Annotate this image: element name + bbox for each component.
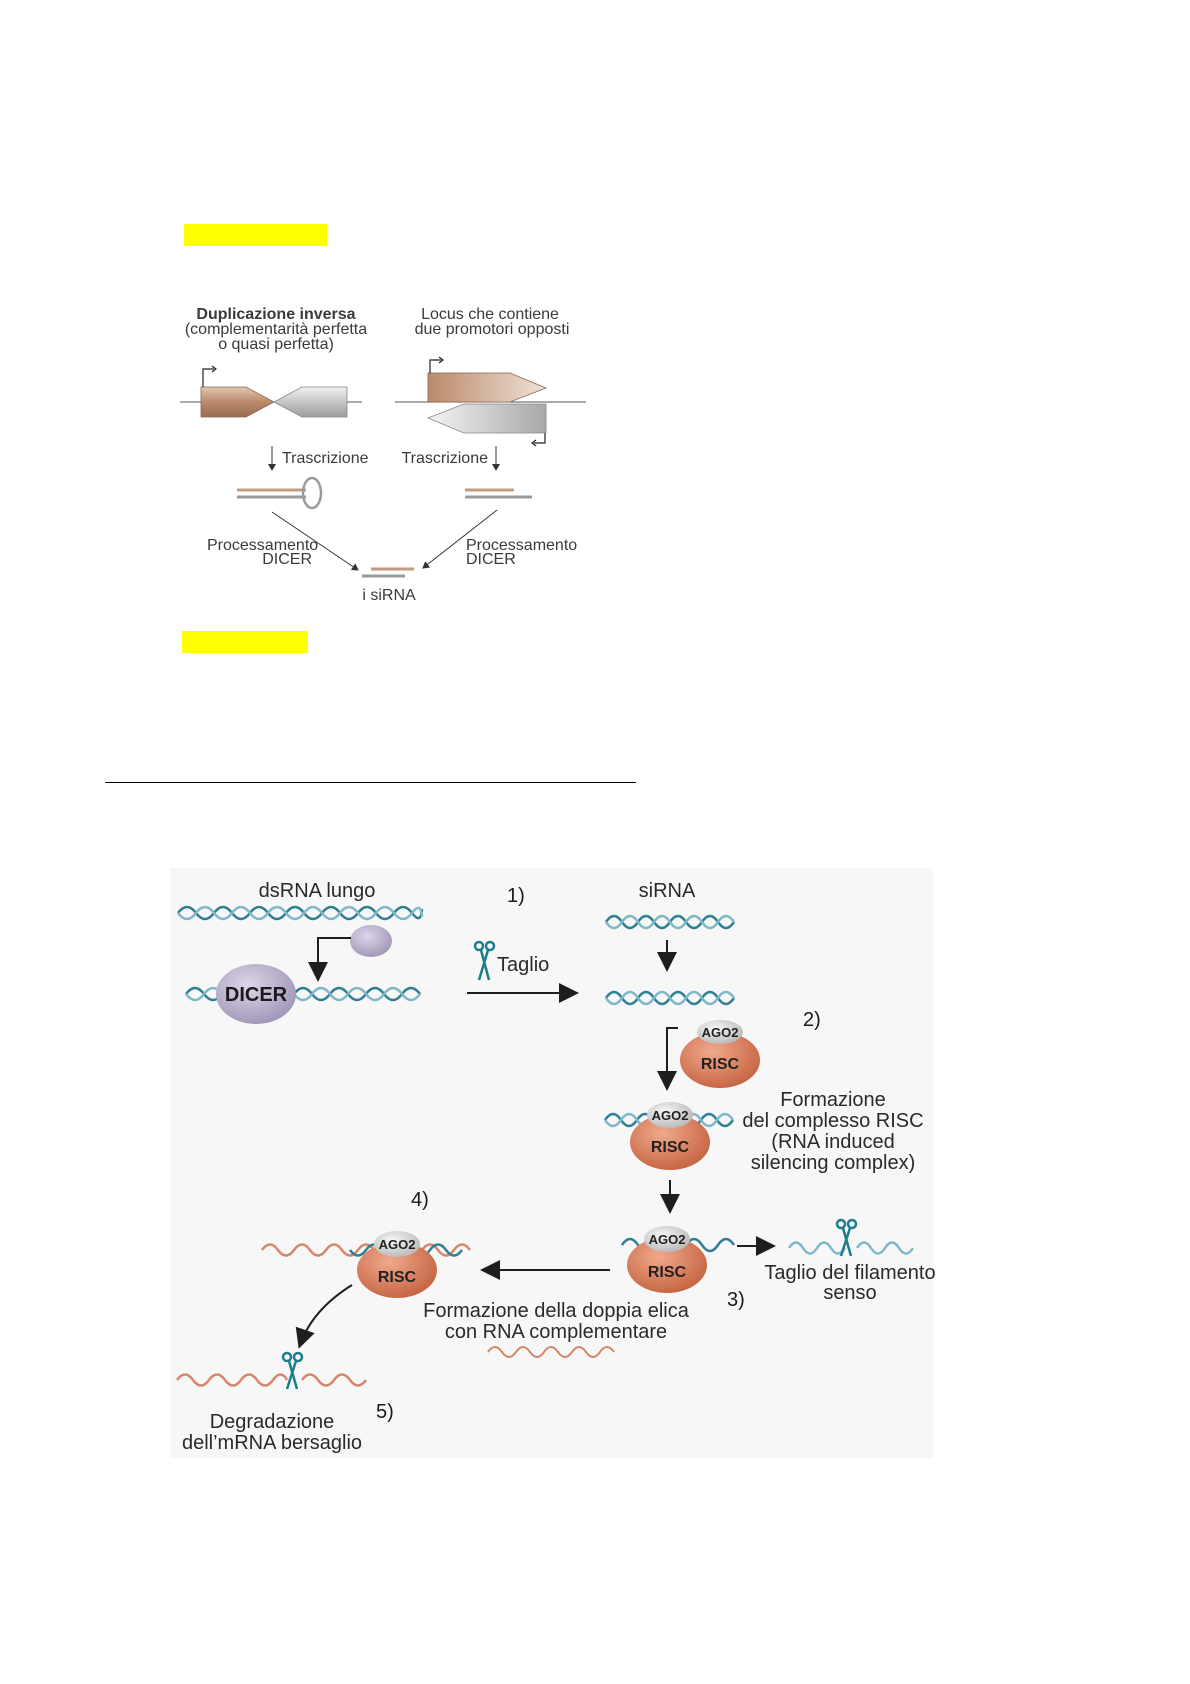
opposite-promoters-title-1: Locus che contiene [421, 306, 559, 323]
complementary-mrna [487, 1346, 615, 1358]
ago2-label-loaded: AGO2 [652, 1108, 689, 1123]
long-dsrna [177, 905, 424, 921]
sense-cut-line-1: Taglio del filamento [764, 1262, 935, 1284]
risc-formation-line-2: del complesso RISC [742, 1110, 923, 1132]
scissors-icon-sense [835, 1218, 858, 1257]
scissors-icon-mrna [281, 1351, 304, 1390]
ago2-label-bound: AGO2 [379, 1237, 416, 1252]
dicer-processing-right-2: DICER [466, 551, 516, 568]
risc-label-free: RISC [701, 1056, 740, 1073]
duplex-formation-line-1: Formazione della doppia elica [423, 1300, 690, 1322]
sense-cut-line-2: senso [823, 1282, 876, 1304]
step-3-label: 3) [727, 1289, 745, 1311]
duplex-formation-line-2: con RNA complementare [445, 1321, 667, 1343]
opposite-promoters-locus [395, 356, 586, 447]
dicer-free [350, 925, 392, 957]
risc-formation-line-4: silencing complex) [751, 1152, 916, 1174]
risc-complex-bound [357, 1242, 437, 1298]
hairpin-rna [237, 476, 323, 510]
ago2-protein-free [697, 1020, 743, 1044]
dicer-label: DICER [225, 984, 288, 1006]
dicer-enzyme [216, 964, 296, 1024]
transcription-label-right: Trascrizione [401, 450, 488, 467]
sirna-product-label: i siRNA [362, 587, 416, 604]
ago2-protein-bound [374, 1231, 420, 1257]
highlight-bar-bottom [182, 631, 308, 653]
sirna-duplex [604, 914, 736, 930]
ago2-protein-loaded [647, 1102, 693, 1128]
dicer-processing-left-2: DICER [262, 551, 312, 568]
inverted-duplication-subtitle-1: (complementarità perfetta [185, 321, 367, 338]
inverted-duplication-subtitle-2: o quasi perfetta) [218, 336, 334, 353]
risc-label-active: RISC [648, 1264, 687, 1281]
highlight-bar-top [184, 224, 327, 246]
risc-formation-line-3: (RNA induced [771, 1131, 894, 1153]
step-2-label: 2) [803, 1009, 821, 1031]
opposite-promoters-title-2: due promotori opposti [415, 321, 570, 338]
inverted-duplication-title: Duplicazione inversa [196, 306, 355, 323]
degradation-line-1: Degradazione [210, 1411, 335, 1433]
step-1-label: 1) [507, 885, 525, 907]
ago2-label-active: AGO2 [649, 1232, 686, 1247]
rnai-mechanism-panel [170, 868, 933, 1458]
risc-formation-line-1: Formazione [780, 1089, 886, 1111]
sirna-product [362, 567, 414, 578]
double-stranded-rna [465, 488, 532, 499]
cut-label: Taglio [497, 954, 549, 976]
sirna-duplex-processed [604, 990, 736, 1006]
dicer-processing-left-1: Processamento [207, 537, 318, 554]
transcription-label-left: Trascrizione [282, 450, 369, 467]
step-4-label: 4) [411, 1189, 429, 1211]
degradation-line-2: dell’mRNA bersaglio [182, 1432, 362, 1454]
dsrna-long-label: dsRNA lungo [259, 880, 376, 902]
inverted-duplication-locus [180, 365, 362, 418]
cleaved-sense-strand [787, 1241, 915, 1255]
risc-complex-active [627, 1237, 707, 1293]
ago2-label-free: AGO2 [702, 1025, 739, 1040]
horizontal-divider [105, 782, 636, 783]
ago2-protein-active [644, 1226, 690, 1252]
dicer-processing-right-1: Processamento [466, 537, 577, 554]
risc-label-loaded: RISC [651, 1139, 690, 1156]
scissors-icon [473, 940, 496, 981]
risc-complex-loaded [630, 1114, 710, 1170]
step-5-label: 5) [376, 1401, 394, 1423]
risc-label-bound: RISC [378, 1269, 417, 1286]
sirna-label: siRNA [639, 880, 696, 902]
degraded-mrna [175, 1373, 368, 1387]
risc-complex-free [680, 1032, 760, 1088]
